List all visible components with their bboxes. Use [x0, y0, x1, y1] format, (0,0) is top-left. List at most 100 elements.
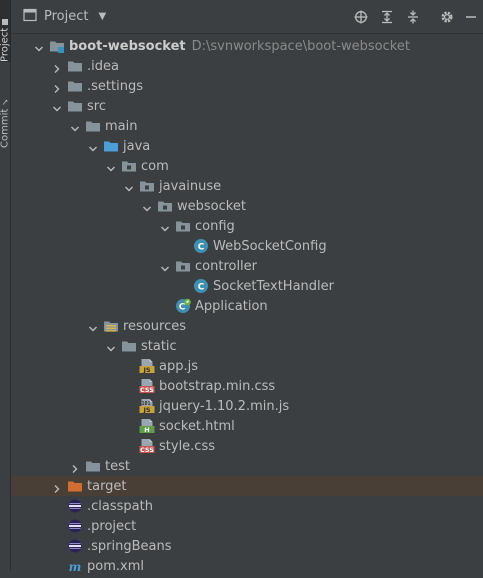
tree-row[interactable]: .project: [11, 516, 483, 536]
tree-item-label: java: [123, 139, 151, 154]
svg-text:101: 101: [141, 401, 150, 407]
eclipse-file-icon: [67, 538, 83, 554]
chevron-right-icon[interactable]: [51, 480, 63, 493]
project-view-selector[interactable]: Project ▼: [23, 8, 106, 26]
chevron-right-icon[interactable]: [51, 80, 63, 93]
tree-row[interactable]: C Application: [11, 296, 483, 316]
tree-item-label: Application: [195, 299, 268, 314]
chevron-down-icon[interactable]: [87, 320, 99, 332]
tree-item-label: controller: [195, 259, 258, 274]
chevron-down-icon[interactable]: [159, 260, 171, 272]
chevron-right-icon[interactable]: [69, 460, 81, 473]
tree-item-label: style.css: [159, 439, 215, 454]
project-window-icon: [23, 8, 37, 26]
module-folder-icon: [49, 38, 65, 54]
package-icon: [157, 198, 173, 214]
tree-item-label: .classpath: [87, 499, 153, 514]
hide-icon[interactable]: [463, 9, 479, 25]
svg-text:JS: JS: [142, 366, 150, 374]
folder-icon: [85, 118, 101, 134]
chevron-down-icon[interactable]: [105, 160, 117, 172]
tree-row[interactable]: m pom.xml: [11, 556, 483, 576]
chevron-down-icon[interactable]: [123, 180, 135, 192]
tree-row[interactable]: com: [11, 156, 483, 176]
chevron-down-icon: ▼: [98, 11, 107, 22]
tree-item-label: socket.html: [159, 419, 235, 434]
css-file-icon: CSS: [139, 378, 155, 394]
tree-item-label: SocketTextHandler: [213, 279, 334, 294]
svg-text:JS: JS: [142, 406, 150, 414]
tree-item-label: src: [87, 99, 106, 114]
tree-row[interactable]: C SocketTextHandler: [11, 276, 483, 296]
tree-row[interactable]: config: [11, 216, 483, 236]
tree-item-label: .settings: [87, 79, 143, 94]
tree-item-label: javainuse: [159, 179, 222, 194]
tree-row[interactable]: src: [11, 96, 483, 116]
tree-item-label: main: [105, 119, 138, 134]
folder-icon: [67, 58, 83, 74]
tree-row[interactable]: main: [11, 116, 483, 136]
project-tab-icon: [2, 18, 8, 25]
project-toolbar: Project ▼: [11, 0, 483, 34]
commit-tab-label: Commit: [0, 108, 11, 148]
folder-icon: [121, 338, 137, 354]
html-file-icon: H: [139, 418, 155, 434]
tree-row[interactable]: .idea: [11, 56, 483, 76]
gear-icon[interactable]: [439, 9, 455, 25]
side-tab-project[interactable]: Project: [0, 0, 11, 62]
eclipse-file-icon: [67, 518, 83, 534]
tree-row[interactable]: C WebSocketConfig: [11, 236, 483, 256]
tree-row[interactable]: test: [11, 456, 483, 476]
chevron-right-icon[interactable]: [51, 60, 63, 73]
tree-row[interactable]: java: [11, 136, 483, 156]
tree-item-label: resources: [123, 319, 187, 334]
tree-row[interactable]: target: [11, 476, 483, 496]
spring-class-icon: C: [175, 298, 191, 314]
resources-folder-icon: [103, 318, 119, 334]
tree-row[interactable]: controller: [11, 256, 483, 276]
tree-row[interactable]: .springBeans: [11, 536, 483, 556]
package-icon: [175, 258, 191, 274]
tree-item-label: .springBeans: [87, 539, 172, 554]
folder-icon: [67, 98, 83, 114]
tree-row[interactable]: .settings: [11, 76, 483, 96]
expand-all-icon[interactable]: [379, 9, 395, 25]
package-icon: [175, 218, 191, 234]
tree-row[interactable]: javainuse: [11, 176, 483, 196]
tree-row[interactable]: resources: [11, 316, 483, 336]
collapse-all-icon[interactable]: [405, 9, 421, 25]
tree-row[interactable]: static: [11, 336, 483, 356]
tree-item-label: pom.xml: [87, 559, 144, 574]
source-folder-icon: [103, 138, 119, 154]
tree-item-label: jquery-1.10.2.min.js: [159, 399, 290, 414]
chevron-down-icon[interactable]: [69, 120, 81, 132]
project-tab-label: Project: [0, 27, 11, 62]
chevron-down-icon[interactable]: [87, 140, 99, 152]
svg-text:C: C: [198, 243, 205, 253]
maven-file-icon: m: [67, 558, 83, 574]
tree-item-label: target: [87, 479, 127, 494]
tree-row[interactable]: .classpath: [11, 496, 483, 516]
chevron-down-icon[interactable]: [105, 340, 117, 352]
svg-text:C: C: [198, 283, 205, 293]
side-tab-commit[interactable]: Commit ✓: [0, 88, 11, 148]
chevron-down-icon[interactable]: [33, 40, 45, 52]
tree-item-label: WebSocketConfig: [213, 239, 327, 254]
crosshair-icon[interactable]: [353, 9, 369, 25]
class-icon: C: [193, 278, 209, 294]
class-icon: C: [193, 238, 209, 254]
svg-text:CSS: CSS: [140, 386, 154, 394]
folder-icon: [85, 458, 101, 474]
chevron-down-icon[interactable]: [159, 220, 171, 232]
tree-row[interactable]: websocket: [11, 196, 483, 216]
chevron-down-icon[interactable]: [51, 100, 63, 112]
chevron-down-icon[interactable]: [141, 200, 153, 212]
module-path: D:\svnworkspace\boot-websocket: [191, 39, 410, 54]
